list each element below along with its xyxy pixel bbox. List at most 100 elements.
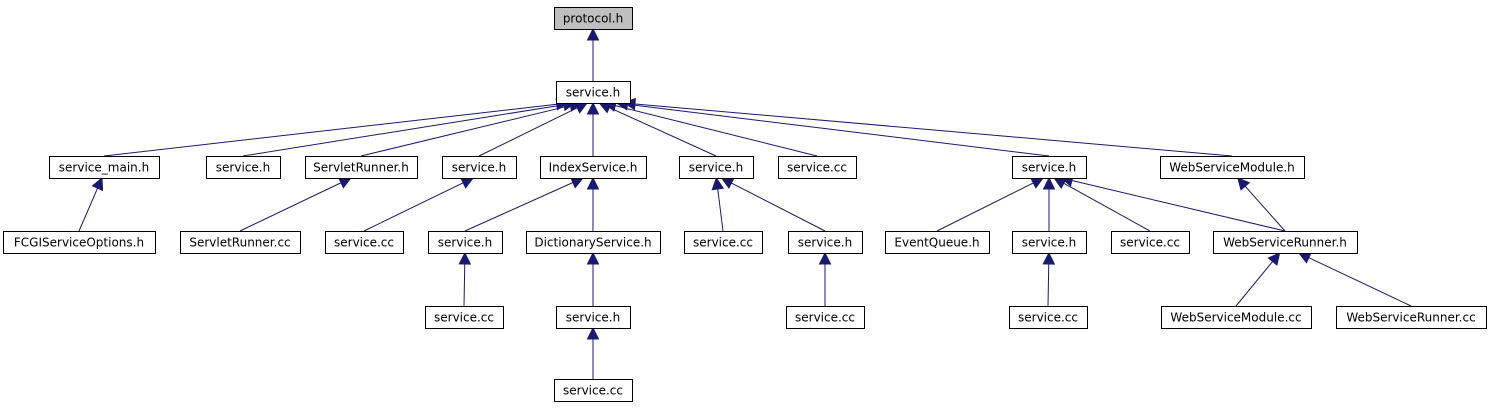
- node-service-h-d[interactable]: service.h: [1012, 156, 1087, 179]
- edge-line: [936, 182, 1034, 232]
- node-indexservice-h[interactable]: IndexService.h: [540, 156, 647, 179]
- dependency-edge-webservicerunner_h-to-service_h_d: [1060, 174, 1286, 232]
- dependency-edge-service_h_g-to-service_h_d: [1042, 176, 1056, 231]
- node-service-h-e[interactable]: service.h: [428, 231, 503, 254]
- arrowhead-icon: [586, 101, 600, 115]
- node-dictionaryservice-h[interactable]: DictionaryService.h: [526, 231, 661, 254]
- edge-line: [463, 263, 466, 307]
- dependency-edge-service_cc_b-to-service_h_b: [363, 177, 475, 232]
- arrowhead-icon: [1297, 252, 1312, 264]
- arrowhead-icon: [1042, 251, 1056, 265]
- node-box: [788, 231, 863, 254]
- dependency-edge-service_h_c-to-service_h_top: [598, 101, 717, 157]
- node-label: service.h: [798, 236, 852, 250]
- node-box: [1161, 306, 1312, 329]
- node-box: [425, 306, 504, 329]
- dependency-edge-service_h_e-to-indexservice_h: [464, 176, 585, 232]
- node-box: [325, 231, 404, 254]
- node-service-h-h[interactable]: service.h: [556, 306, 631, 329]
- node-fcgiserviceoptions-h[interactable]: FCGIServiceOptions.h: [3, 231, 156, 254]
- dependency-edge-service_cc_d-to-service_h_d: [1053, 177, 1151, 232]
- node-box: [540, 156, 647, 179]
- node-box: [1213, 231, 1358, 254]
- node-webservicemodule-cc[interactable]: WebServiceModule.cc: [1161, 306, 1312, 329]
- arrowhead-icon: [1042, 176, 1056, 190]
- node-service-cc-b[interactable]: service.cc: [325, 231, 404, 254]
- arrowhead-icon: [458, 251, 472, 265]
- node-servletrunner-cc[interactable]: ServletRunner.cc: [180, 231, 301, 254]
- node-label: service.h: [566, 311, 620, 325]
- node-box: [442, 156, 517, 179]
- arrowhead-icon: [91, 176, 104, 192]
- node-service-h-a[interactable]: service.h: [206, 156, 281, 179]
- edge-line: [78, 187, 99, 232]
- node-box: [428, 231, 503, 254]
- node-service-h-top[interactable]: service.h: [556, 81, 631, 104]
- node-box: [1336, 306, 1487, 329]
- dependency-edge-indexservice_h-to-service_h_top: [586, 101, 600, 156]
- node-service-cc-e[interactable]: service.cc: [425, 306, 504, 329]
- dependency-edge-service_h_top-to-protocol_h: [586, 27, 600, 81]
- dependency-edge-service_main_h-to-service_h_top: [103, 98, 569, 157]
- edge-line: [1047, 263, 1050, 307]
- edge-line: [627, 103, 1050, 157]
- node-webservicemodule-h[interactable]: WebServiceModule.h: [1160, 156, 1305, 179]
- node-label: service.cc: [787, 161, 847, 175]
- node-label: service.h: [1022, 236, 1076, 250]
- node-label: service_main.h: [59, 161, 149, 175]
- node-label: service.cc: [693, 236, 753, 250]
- node-label: service.h: [1022, 161, 1076, 175]
- edge-line: [1308, 257, 1412, 307]
- node-box: [684, 231, 763, 254]
- node-box: [49, 156, 160, 179]
- node-box: [526, 231, 661, 254]
- node-box: [1012, 231, 1087, 254]
- arrowhead-icon: [337, 177, 352, 189]
- edge-line: [609, 107, 717, 157]
- node-service-h-c[interactable]: service.h: [679, 156, 754, 179]
- node-eventqueue-h[interactable]: EventQueue.h: [885, 231, 990, 254]
- dependency-edge-service_h_h-to-dictionaryservice_h: [586, 251, 600, 306]
- dependency-edge-dictionaryservice_h-to-indexservice_h: [586, 176, 600, 231]
- node-box: [885, 231, 990, 254]
- edge-line: [1071, 180, 1286, 232]
- node-label: EventQueue.h: [894, 236, 979, 250]
- node-service-main-h[interactable]: service_main.h: [49, 156, 160, 179]
- node-label: service.cc: [563, 384, 623, 398]
- edge-line: [1244, 185, 1286, 232]
- node-box: [3, 231, 156, 254]
- edge-line: [478, 107, 578, 157]
- dependency-edge-service_cc_f-to-service_h_f: [818, 251, 832, 306]
- node-label: service.h: [689, 161, 743, 175]
- node-service-cc-r2[interactable]: service.cc: [778, 156, 857, 179]
- node-webservicerunner-h[interactable]: WebServiceRunner.h: [1213, 231, 1358, 254]
- edge-line: [634, 103, 1233, 157]
- edge-line: [1235, 261, 1274, 307]
- node-label: FCGIServiceOptions.h: [14, 236, 144, 250]
- edge-line: [731, 182, 826, 232]
- node-box: [556, 306, 631, 329]
- node-service-cc-h[interactable]: service.cc: [554, 379, 633, 402]
- dependency-edge-servletrunner_cc-to-servletrunner_h: [239, 177, 352, 232]
- node-box: [679, 156, 754, 179]
- dependency-edge-service_cc_g-to-service_h_g: [1042, 251, 1056, 307]
- node-service-h-b[interactable]: service.h: [442, 156, 517, 179]
- node-service-cc-f[interactable]: service.cc: [786, 306, 865, 329]
- node-label: service.h: [216, 161, 270, 175]
- node-service-h-g[interactable]: service.h: [1012, 231, 1087, 254]
- node-label: protocol.h: [563, 12, 623, 26]
- node-service-cc-g[interactable]: service.cc: [1009, 306, 1088, 329]
- arrowhead-icon: [818, 251, 832, 265]
- node-service-cc-c1[interactable]: service.cc: [684, 231, 763, 254]
- edge-line: [103, 103, 557, 157]
- node-service-cc-d[interactable]: service.cc: [1111, 231, 1190, 254]
- node-service-h-f[interactable]: service.h: [788, 231, 863, 254]
- arrowhead-icon: [459, 177, 475, 189]
- arrowhead-icon: [586, 251, 600, 265]
- node-webservicerunner-cc[interactable]: WebServiceRunner.cc: [1336, 306, 1487, 329]
- node-servletrunner-h[interactable]: ServletRunner.h: [305, 156, 418, 179]
- node-box: [554, 7, 633, 30]
- node-box: [1160, 156, 1305, 179]
- arrowhead-icon: [1267, 252, 1281, 266]
